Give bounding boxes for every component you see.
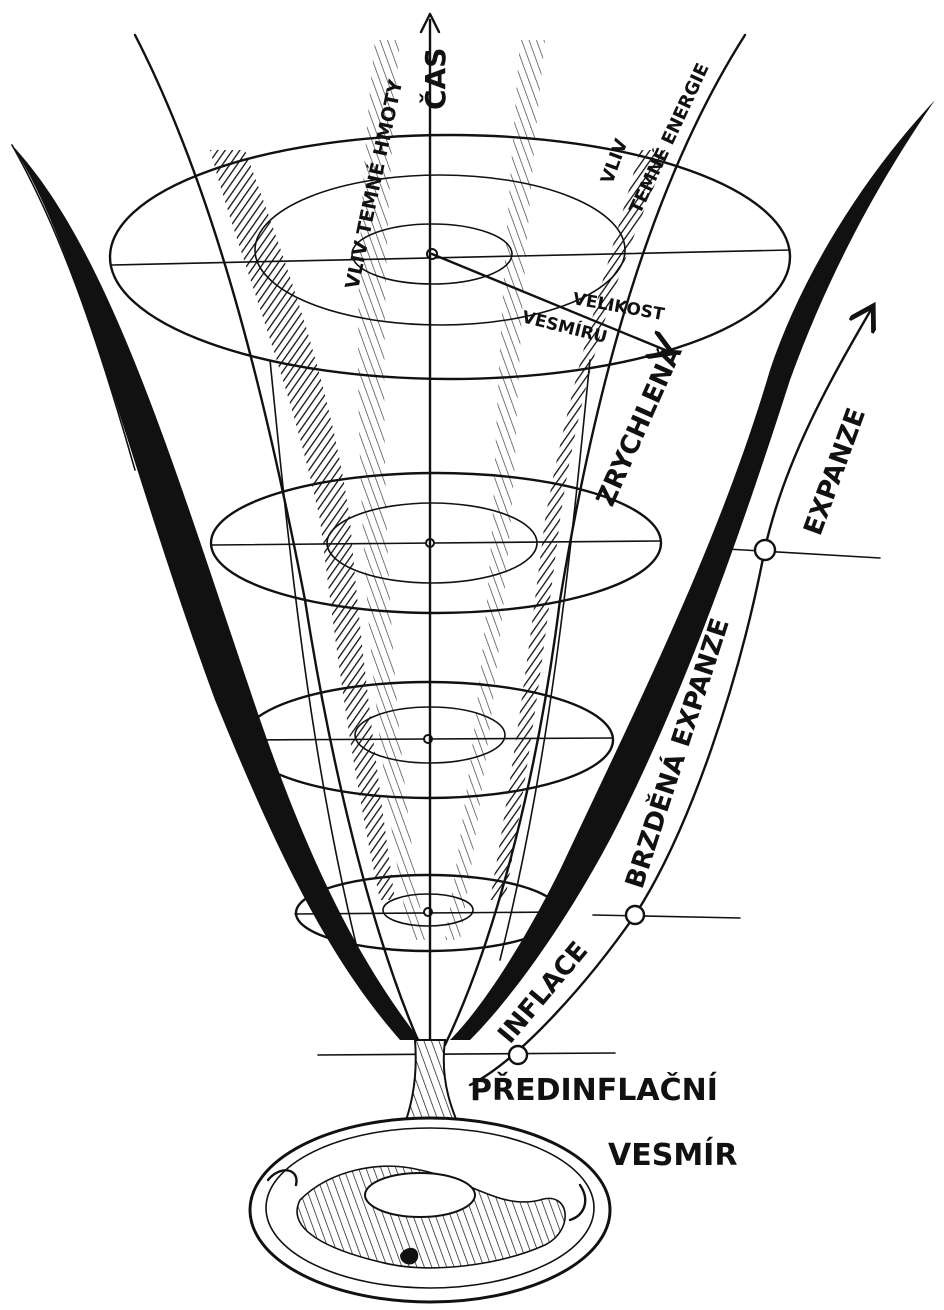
pre-inflation-marker (509, 1046, 527, 1064)
dark-energy-label-line1: VLIV (597, 136, 632, 187)
goblet-base (250, 1118, 610, 1302)
acceleration-start-marker (755, 540, 775, 560)
pre-inflation-label-line1: PŘEDINFLAČNÍ (470, 1071, 718, 1108)
pre-inflation-label-line2: VESMÍR (608, 1137, 737, 1173)
size-label-line1: VELIKOST (571, 289, 666, 325)
inflation-end-marker (626, 906, 644, 924)
time-slice-lower-middle (243, 682, 613, 798)
dark-energy-cone (445, 40, 670, 940)
time-slice-bottom (295, 875, 560, 951)
dark-matter-cone (210, 40, 425, 940)
size-arrow: VELIKOST VESMÍRU (432, 254, 670, 352)
time-slice-top (110, 135, 790, 379)
time-axis: ČAS (418, 14, 452, 1040)
dark-energy-label-line2: TEMNÉ ENERGIE (625, 60, 714, 217)
time-axis-label: ČAS (418, 48, 452, 110)
expansion-history-curve (318, 308, 880, 1085)
